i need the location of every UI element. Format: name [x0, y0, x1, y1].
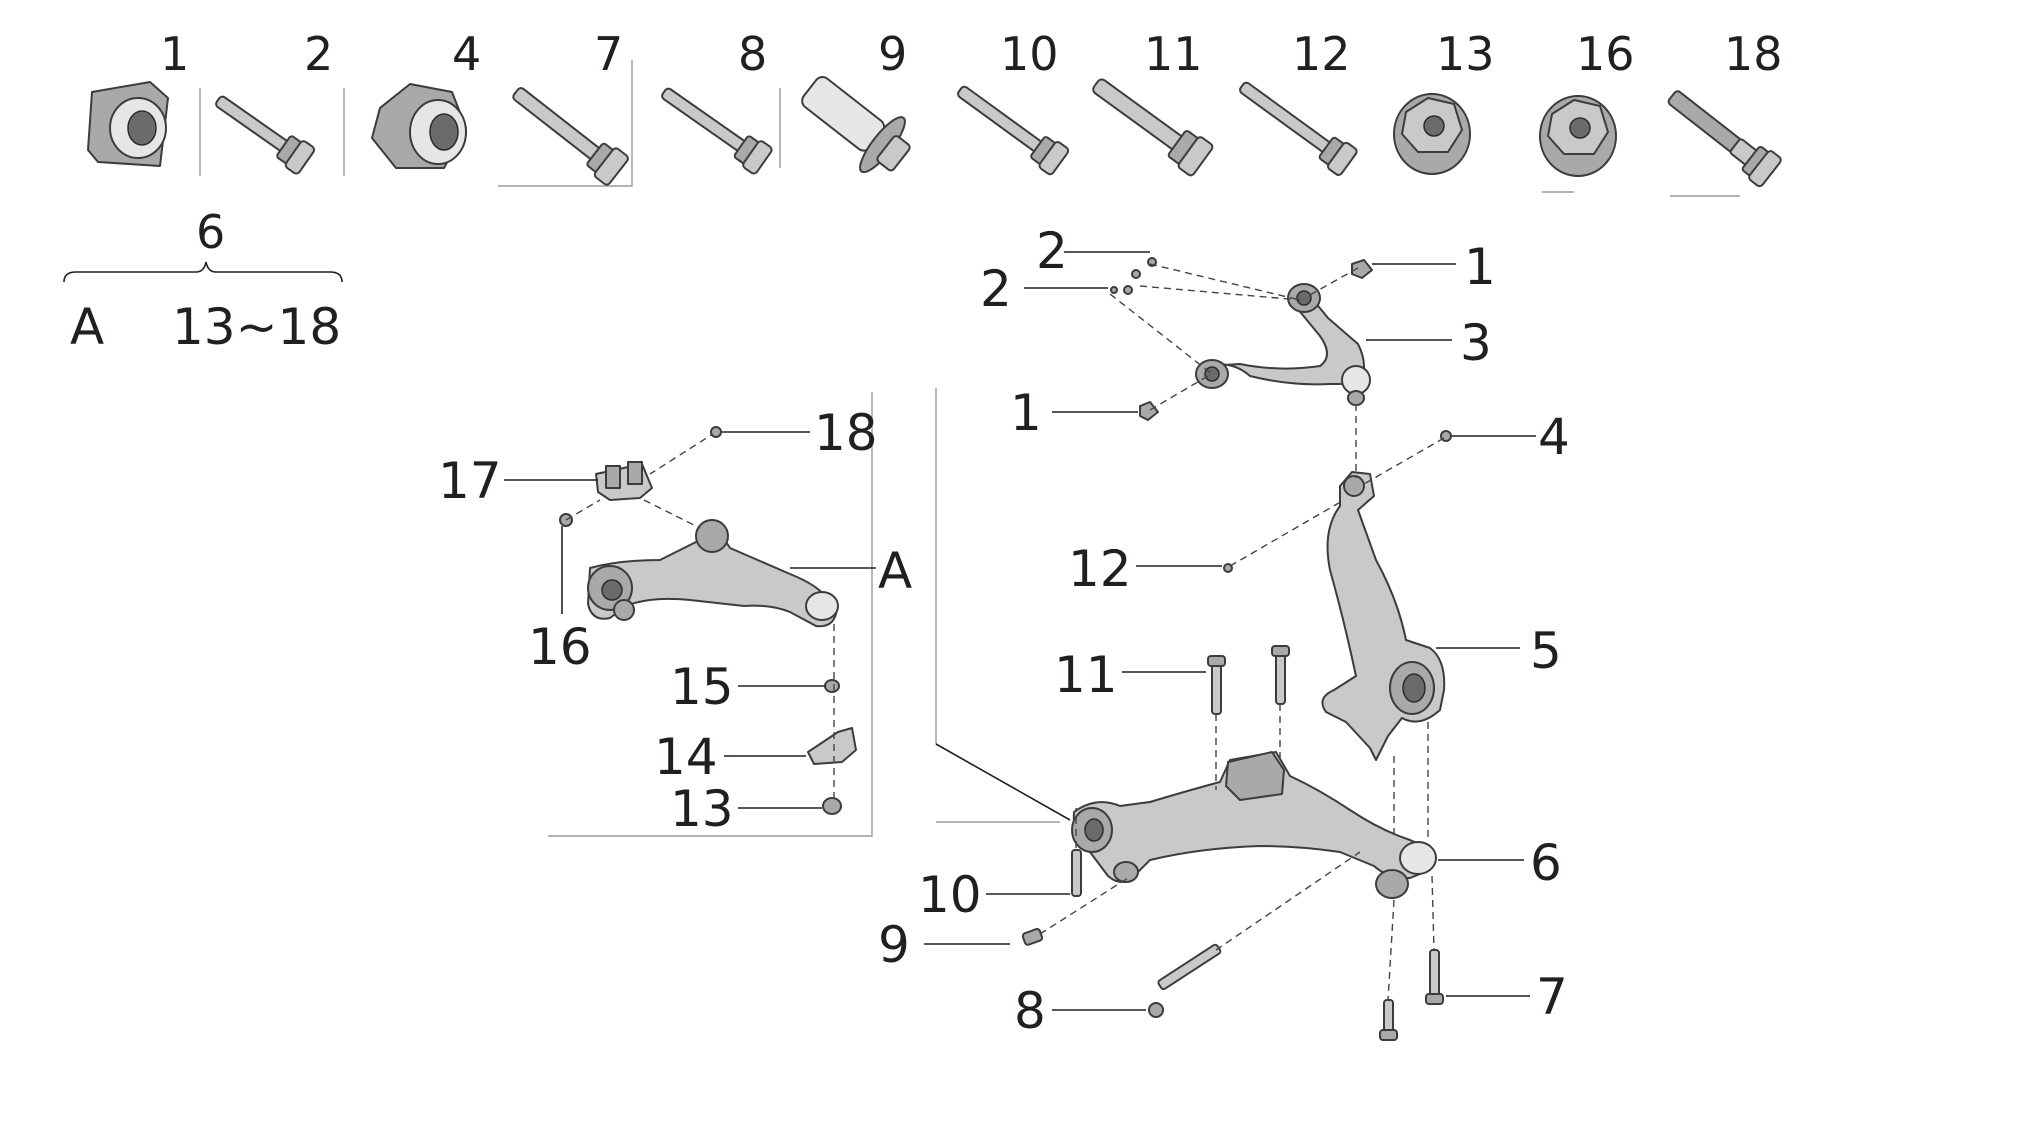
main-assembly: 2 2 1 3 1 4 12 5 11 6 10 9 8 7	[878, 222, 1570, 1041]
legend-number-18: 18	[1724, 27, 1783, 81]
legend-number-13: 13	[1436, 27, 1495, 81]
label-a: A	[878, 542, 912, 600]
bolt-11b	[1275, 651, 1286, 705]
flange-nut-icon	[1539, 95, 1617, 177]
label-4: 4	[1538, 408, 1570, 466]
legend-number-9: 9	[878, 27, 907, 81]
bolt-icon	[957, 85, 1070, 176]
label-1-right: 1	[1464, 238, 1496, 296]
legend-number-11: 11	[1144, 27, 1203, 81]
bolt-icon	[1239, 81, 1358, 176]
steering-knuckle	[1321, 471, 1446, 761]
flange-nut-icon	[1393, 93, 1471, 175]
sleeve-bolt-icon	[801, 76, 911, 174]
label-14: 14	[654, 728, 718, 786]
label-10: 10	[918, 866, 982, 924]
label-16: 16	[528, 618, 592, 676]
kit-number: 6	[196, 205, 225, 259]
label-18: 18	[814, 404, 878, 462]
label-15: 15	[670, 658, 734, 716]
label-3: 3	[1460, 314, 1492, 372]
legend-number-10: 10	[1000, 27, 1059, 81]
bolt-icon	[661, 87, 773, 175]
bracket-17	[595, 463, 653, 501]
kit-note: 6 A 13~18	[63, 205, 343, 356]
legend-number-2: 2	[304, 27, 333, 81]
label-6: 6	[1530, 834, 1562, 892]
label-12: 12	[1068, 540, 1132, 598]
label-5: 5	[1530, 622, 1562, 680]
bolt-icon	[1092, 78, 1214, 177]
label-9: 9	[878, 916, 910, 974]
flange-washer-icon	[87, 81, 169, 167]
legend-number-1: 1	[160, 27, 189, 81]
label-13: 13	[670, 780, 734, 838]
label-11: 11	[1054, 646, 1118, 704]
kit-part-a: A	[70, 298, 104, 356]
upper-control-arm	[1207, 291, 1365, 386]
kit-brace	[63, 261, 343, 283]
bolt-7b	[1383, 999, 1394, 1035]
legend-number-7: 7	[594, 27, 623, 81]
bolt-7	[1429, 949, 1440, 997]
label-1-left: 1	[1010, 384, 1042, 442]
ball-joint-14	[807, 727, 857, 765]
bolt-10	[1071, 849, 1082, 897]
nut-icon	[371, 83, 467, 169]
bolt-icon	[215, 95, 316, 175]
label-17: 17	[438, 452, 502, 510]
label-7: 7	[1536, 968, 1568, 1026]
assembly-a: 18 17 A 16 15 14 13	[438, 392, 912, 838]
kit-part-range: 13~18	[172, 298, 341, 356]
label-8: 8	[1014, 982, 1046, 1040]
legend-number-4: 4	[452, 27, 481, 81]
legend-number-12: 12	[1292, 27, 1351, 81]
label-2-lower: 2	[980, 260, 1012, 318]
threaded-bolt-icon	[1667, 90, 1782, 188]
legend-number-16: 16	[1576, 27, 1635, 81]
long-bolt-icon	[512, 87, 629, 186]
legend-row: 1 2 4 7 8 9 10 11 12 13 16 18	[87, 27, 1783, 197]
legend-number-8: 8	[738, 27, 767, 81]
bolt-11a	[1211, 661, 1222, 715]
label-2-upper: 2	[1036, 222, 1068, 280]
